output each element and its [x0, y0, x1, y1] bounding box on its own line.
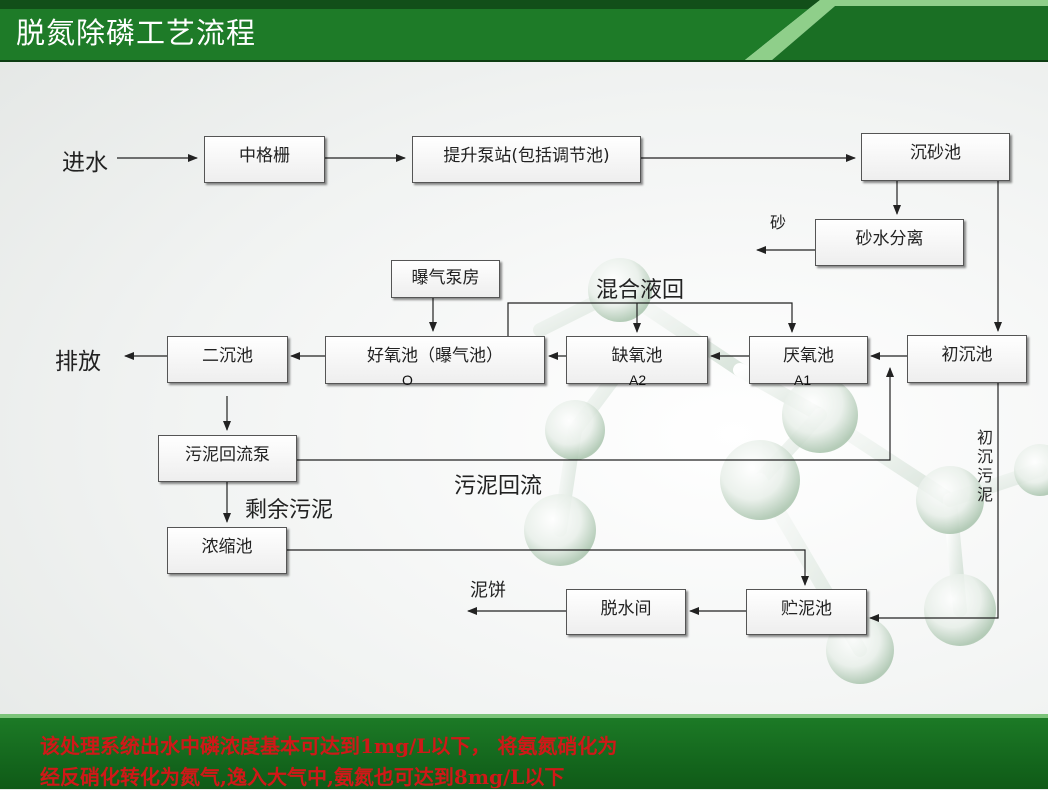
mixed-return-label: 混合液回 — [596, 278, 685, 303]
anaerobic-tank-label: 厌氧池 — [783, 346, 834, 366]
box-thickener: 浓缩池 — [167, 527, 287, 574]
aerobic-tank-code: O — [402, 372, 413, 388]
box-primary-clarifier: 初沉池 — [907, 335, 1027, 383]
page-title: 脱氮除磷工艺流程 — [16, 16, 257, 50]
box-grit-chamber: 沉砂池 — [861, 133, 1010, 181]
primary-sludge-label: 初沉污泥 — [977, 428, 994, 504]
anaerobic-tank-code: A1 — [794, 372, 812, 388]
discharge-label: 排放 — [55, 349, 101, 375]
box-anoxic-tank: 缺氧池 A2 — [566, 336, 708, 388]
box-sand-separator: 砂水分离 — [815, 219, 964, 266]
cake-label: 泥饼 — [470, 580, 506, 601]
title-bar: 脱氮除磷工艺流程 — [0, 0, 1048, 62]
box-sludge-return-pump: 污泥回流泵 — [158, 435, 297, 482]
box-pump-station: 提升泵站(包括调节池) — [412, 136, 641, 183]
title-bar-shape — [0, 0, 1048, 62]
footer-accent-line — [0, 714, 1048, 718]
anoxic-tank-code: A2 — [629, 372, 647, 388]
box-blower-room: 曝气泵房 — [391, 260, 500, 298]
box-sludge-storage: 贮泥池 — [746, 589, 867, 635]
box-screen: 中格栅 — [204, 136, 325, 183]
excess-sludge-label: 剩余污泥 — [245, 498, 334, 523]
aerobic-tank-label: 好氧池（曝气池） — [367, 346, 503, 366]
footer-text-line-1: 该处理系统出水中磷浓度基本可达到1mg/L以下， 将氨氮硝化为 — [40, 734, 618, 758]
box-dewatering-room: 脱水间 — [566, 589, 686, 635]
sand-label: 砂 — [770, 213, 787, 232]
box-anaerobic-tank: 厌氧池 A1 — [749, 336, 868, 388]
inlet-label: 进水 — [62, 150, 108, 176]
anoxic-tank-label: 缺氧池 — [611, 346, 663, 366]
box-secondary-clarifier: 二沉池 — [167, 336, 288, 383]
box-aerobic-tank: 好氧池（曝气池） O — [325, 336, 545, 388]
sludge-return-label: 污泥回流 — [454, 474, 543, 499]
footer-text-line-2: 经反硝化转化为氮气,逸入大气中,氨氮也可达到8mg/L以下 — [40, 765, 565, 789]
footer-band: 该处理系统出水中磷浓度基本可达到1mg/L以下， 将氨氮硝化为 经反硝化转化为氮… — [0, 718, 1048, 789]
